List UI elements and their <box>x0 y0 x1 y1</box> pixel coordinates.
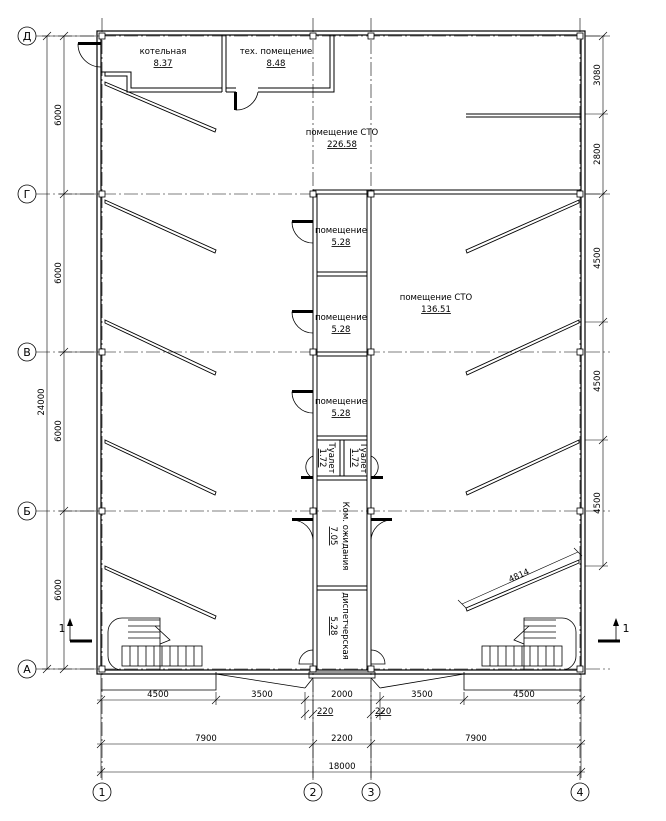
diag-dimension-label: 4814 <box>507 567 531 585</box>
bottom-dimension-lines <box>96 674 586 778</box>
axis-label-d: Д <box>23 30 32 43</box>
left-total-dimension: 24000 <box>37 388 47 415</box>
small-dimension-left: 220 <box>317 707 333 717</box>
parking-lines <box>104 81 580 620</box>
axis-label-a: А <box>23 663 31 676</box>
bottom-dimension-5: 4500 <box>513 690 535 700</box>
axis-label-3: 3 <box>368 786 375 799</box>
axis-label-4: 4 <box>577 786 584 799</box>
axis-bubbles <box>17 26 590 802</box>
bottom-dimension-row2-3: 7900 <box>465 734 487 744</box>
small-dimension-right: 220 <box>375 707 391 717</box>
room-2-name: помещение <box>315 313 367 323</box>
bottom-dimension-3: 2000 <box>331 690 353 700</box>
left-dimension-4: 6000 <box>54 579 64 601</box>
room-waiting-name: Ком. ожидания <box>340 502 350 571</box>
room-sto-right-area: 136.51 <box>421 305 451 315</box>
door-leaves <box>78 42 392 521</box>
section-marks <box>67 618 620 643</box>
room-1-area: 5.28 <box>332 238 351 248</box>
right-dimension-3: 4500 <box>593 247 603 269</box>
columns <box>98 32 584 673</box>
left-dimension-3: 6000 <box>54 420 64 442</box>
room-waiting-area: 7.05 <box>328 527 338 546</box>
axis-label-g: Г <box>24 188 31 201</box>
room-tech-name: тех. помещение <box>240 47 313 57</box>
room-dispatch-area: 5.28 <box>328 617 338 636</box>
room-boiler-name: котельная <box>140 47 187 57</box>
bottom-dimension-1: 4500 <box>147 690 169 700</box>
room-dispatch-name: диспетчерская <box>340 592 350 660</box>
bottom-dimension-4: 3500 <box>411 690 433 700</box>
room-sto-top-name: помещение СТО <box>306 128 379 138</box>
room-wc1-name: Туалет <box>326 441 336 473</box>
bottom-dimension-2: 3500 <box>251 690 273 700</box>
room-3-name: помещение <box>315 397 367 407</box>
room-3-area: 5.28 <box>332 409 351 419</box>
right-dimension-2: 2800 <box>593 143 603 165</box>
axis-label-2: 2 <box>310 786 317 799</box>
total-dimension: 18000 <box>328 762 355 772</box>
room-boiler-area: 8.37 <box>154 59 173 69</box>
room-tech-area: 8.48 <box>267 59 286 69</box>
right-dimension-5: 4500 <box>593 492 603 514</box>
right-dimension-4: 4500 <box>593 370 603 392</box>
room-wc2-name: Туалет <box>358 441 368 473</box>
right-dimension-1: 3080 <box>593 64 603 86</box>
section-mark-left: 1 <box>59 622 66 635</box>
interior-walls <box>101 35 581 670</box>
left-dimension-2: 6000 <box>54 262 64 284</box>
bottom-dimension-row2-2: 2200 <box>331 734 353 744</box>
stairs-right <box>481 617 577 671</box>
room-sto-top-area: 226.58 <box>327 140 357 150</box>
axis-label-1: 1 <box>99 786 106 799</box>
right-dimension-lines <box>585 31 608 571</box>
ramps <box>101 671 581 691</box>
axis-label-v: В <box>23 346 31 359</box>
room-wc2-area: 1.72 <box>349 449 359 468</box>
room-sto-right-name: помещение СТО <box>400 293 473 303</box>
room-1-name: помещение <box>315 226 367 236</box>
axis-label-b: Б <box>23 505 31 518</box>
left-dimension-1: 6000 <box>54 104 64 126</box>
stairs-left <box>107 617 203 671</box>
bottom-dimension-row2-1: 7900 <box>195 734 217 744</box>
room-wc1-area: 1.72 <box>317 449 327 468</box>
room-2-area: 5.28 <box>332 325 351 335</box>
diag-dimension <box>457 547 583 609</box>
section-mark-right: 1 <box>623 622 630 635</box>
left-dimension-lines <box>42 31 96 674</box>
